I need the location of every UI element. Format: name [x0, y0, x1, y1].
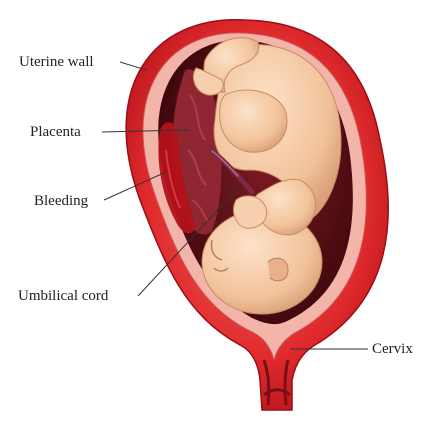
cervix-label: Cervix [372, 342, 413, 357]
bleeding-label: Bleeding [34, 194, 88, 209]
fetus-ear-shape [268, 258, 288, 281]
placenta-label: Placenta [30, 125, 81, 140]
uterine-wall-label: Uterine wall [19, 55, 94, 70]
fetus-hand-shape [234, 196, 267, 228]
umbilical-cord-label: Umbilical cord [18, 289, 108, 304]
